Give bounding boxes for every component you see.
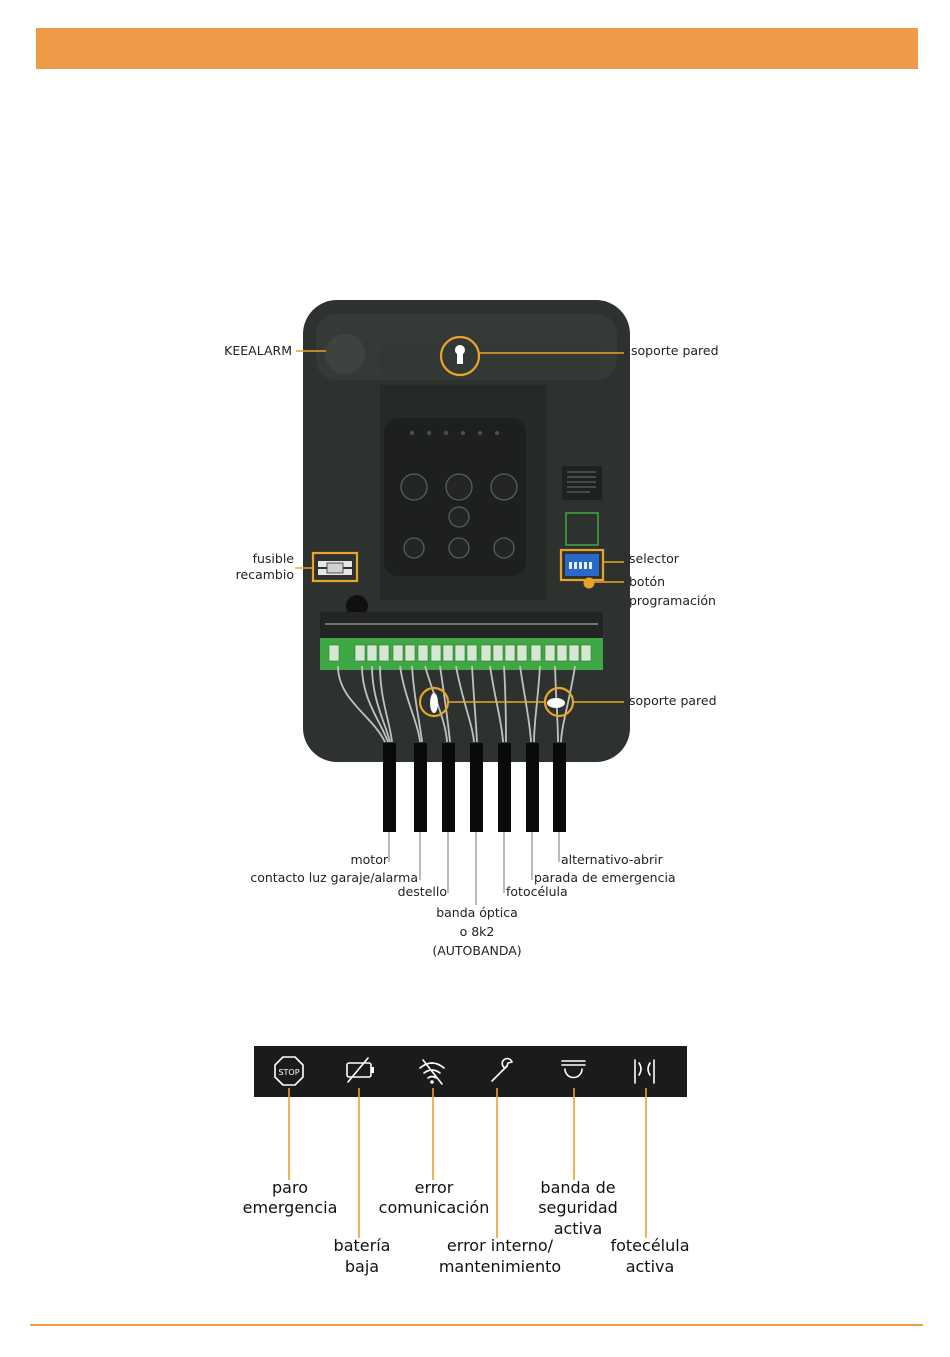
footer-rule	[30, 1324, 923, 1326]
battery-label-line2: baja	[345, 1257, 379, 1276]
svg-text:STOP: STOP	[278, 1068, 299, 1077]
keealarm-label: KEEALARM	[224, 343, 292, 358]
terminal-screw	[442, 644, 454, 662]
stop-label-line2: emergencia	[243, 1198, 338, 1217]
wrench-icon	[491, 1057, 513, 1082]
internal-error-label-line2: mantenimiento	[439, 1257, 561, 1276]
battery-low-icon	[346, 1057, 374, 1083]
terminal-screw	[404, 644, 416, 662]
program-button	[583, 577, 595, 589]
terminal-screw	[544, 644, 556, 662]
safety-band-label-line1: banda de	[540, 1178, 615, 1197]
safety-band-icon	[561, 1060, 586, 1079]
cable-leader-lines	[388, 832, 560, 905]
photocell-label: fotocélula	[506, 884, 568, 899]
comm-error-label-line1: error	[415, 1178, 454, 1197]
control-unit-body	[303, 300, 630, 762]
device-leader-lines	[295, 350, 624, 703]
wall-mount-bottom-label: soporte pared	[629, 693, 717, 708]
terminal-screw	[417, 644, 429, 662]
fuse-label-line2: recambio	[236, 567, 294, 582]
terminal-screw	[530, 644, 542, 662]
safety-band-label-line2: seguridad	[538, 1198, 618, 1217]
keealarm-sensor	[325, 334, 365, 374]
keypad-leds	[409, 430, 500, 436]
wall-mount-top-ring	[439, 335, 481, 377]
photocell-active-label-line2: activa	[626, 1257, 675, 1276]
comm-error-label-line2: comunicación	[379, 1198, 490, 1217]
stop-label-line1: paro	[272, 1178, 308, 1197]
indicator-leader-lines	[288, 1088, 647, 1238]
alt-open-label: alternativo-abrir	[561, 852, 664, 867]
terminal-screw	[454, 644, 466, 662]
terminal-screw	[378, 644, 390, 662]
terminal-screw	[568, 644, 580, 662]
battery-label-line1: batería	[334, 1236, 391, 1255]
terminal-screw	[516, 644, 528, 662]
keypad-buttons	[400, 473, 518, 559]
terminal-screw	[392, 644, 404, 662]
program-button-label-line1: botón	[629, 574, 665, 589]
terminal-screw	[492, 644, 504, 662]
header-banner	[36, 28, 918, 69]
wifi-error-icon	[419, 1059, 445, 1085]
program-button-label-line2: programación	[629, 593, 716, 608]
terminal-screw	[354, 644, 366, 662]
terminal-screw	[430, 644, 442, 662]
selector-label: selector	[629, 551, 680, 566]
optical-band-label-line3: (AUTOBANDA)	[432, 943, 521, 958]
terminal-screw	[556, 644, 568, 662]
cable-sleeves	[383, 743, 566, 832]
garage-light-label: contacto luz garaje/alarma	[250, 870, 418, 885]
wires	[337, 665, 576, 743]
terminal-screw	[504, 644, 516, 662]
photocell-active-label-line1: fotecélula	[610, 1236, 689, 1255]
wall-mount-top-label: soporte pared	[631, 343, 719, 358]
internal-error-label-line1: error interno/	[447, 1236, 554, 1255]
motor-label: motor	[350, 852, 388, 867]
emergency-stop-label: parada de emergencia	[534, 870, 676, 885]
indicator-bar	[254, 1046, 687, 1097]
terminal-screw	[466, 644, 478, 662]
flash-label: destello	[398, 884, 447, 899]
terminal-screw	[480, 644, 492, 662]
fuse-label-line1: fusible	[253, 551, 295, 566]
terminal-screw	[366, 644, 378, 662]
photocell-icon	[634, 1059, 655, 1084]
stop-icon: STOP	[274, 1056, 304, 1086]
terminal-screw	[580, 644, 592, 662]
safety-band-label-line3: activa	[554, 1219, 603, 1238]
optical-band-label-line1: banda óptica	[436, 905, 518, 920]
terminal-screw	[328, 644, 340, 662]
optical-band-label-line2: o 8k2	[460, 924, 495, 939]
